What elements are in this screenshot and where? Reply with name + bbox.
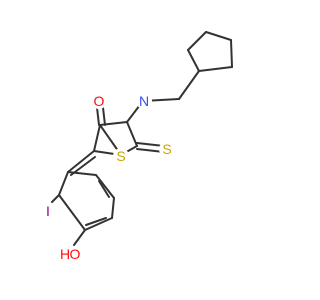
bond bbox=[84, 217, 113, 231]
carbonyl-oxygen-label: O bbox=[94, 93, 105, 109]
ring-nitrogen-label: N bbox=[139, 93, 149, 109]
carbonyl-oxygen: O bbox=[91, 93, 107, 109]
bond bbox=[85, 217, 107, 226]
bonds bbox=[51, 31, 233, 246]
hydroxyl-oxygen-label: O bbox=[70, 246, 81, 262]
iodine-atom: I bbox=[41, 203, 55, 219]
bond bbox=[136, 142, 165, 147]
iodine-label: I bbox=[46, 203, 50, 219]
thione-sulfur: S bbox=[159, 141, 175, 157]
bond bbox=[67, 150, 95, 173]
hydroxyl-hydrogen-label: H bbox=[60, 246, 70, 262]
bond bbox=[58, 171, 69, 196]
bond bbox=[51, 194, 60, 203]
bond bbox=[178, 70, 200, 100]
bond bbox=[95, 174, 115, 199]
bond bbox=[187, 49, 200, 72]
atom-labels: O N S S I H O bbox=[41, 93, 175, 262]
hydroxyl-group: H O bbox=[59, 246, 81, 262]
ring-nitrogen: N bbox=[136, 93, 152, 109]
thione-sulfur-label: S bbox=[162, 141, 171, 157]
bond bbox=[58, 194, 86, 231]
bond bbox=[111, 197, 115, 219]
bond bbox=[126, 121, 138, 147]
bond bbox=[93, 124, 101, 152]
molecule-diagram: O N S S I H O bbox=[41, 31, 233, 262]
ring-sulfur-label: S bbox=[116, 148, 125, 164]
bond bbox=[98, 180, 110, 198]
bond bbox=[205, 31, 232, 41]
bond bbox=[73, 229, 86, 246]
ring-sulfur: S bbox=[113, 148, 129, 164]
bond bbox=[198, 66, 233, 72]
bond bbox=[187, 31, 207, 51]
bond bbox=[67, 171, 97, 176]
bond bbox=[230, 39, 233, 68]
